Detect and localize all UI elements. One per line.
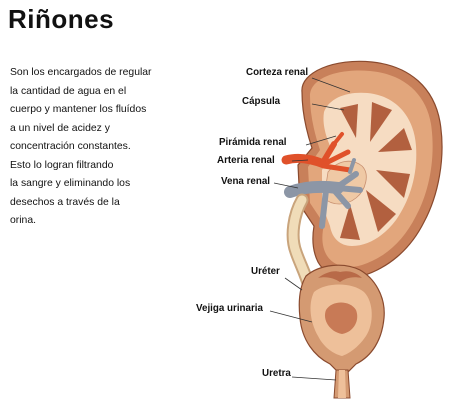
description-line: concentración constantes. — [10, 141, 131, 152]
renal-pyramid — [378, 128, 412, 152]
description-text: Son los encargados de regular la cantida… — [10, 64, 175, 231]
renal-pyramid — [340, 104, 358, 138]
description-line: orina. — [10, 215, 36, 226]
renal-pyramid — [376, 170, 410, 198]
label-vena-renal: Vena renal — [221, 176, 271, 187]
renal-artery — [281, 132, 353, 173]
label-uretra: Uretra — [262, 368, 291, 379]
description-line: desechos a través de la — [10, 196, 120, 208]
label-arteria-renal: Arteria renal — [217, 155, 275, 166]
urethra-inner — [338, 370, 346, 398]
label-capsula: Cápsula — [242, 96, 281, 107]
urinary-bladder — [298, 264, 385, 373]
description-line: Son los encargados de regular — [10, 67, 152, 78]
description-line: la cantidad de agua en el — [10, 85, 127, 97]
label-leaders — [269, 77, 351, 381]
renal-vein — [284, 158, 363, 229]
label-piramide-renal: Pirámida renal — [219, 137, 287, 148]
description-line: a un nivel de acidez y — [10, 122, 110, 134]
renal-pyramid — [366, 190, 396, 232]
renal-pyramid — [340, 204, 360, 240]
label-ureter: Uréter — [251, 266, 280, 277]
label-corteza-renal: Corteza renal — [246, 67, 309, 78]
renal-pyramid — [370, 102, 392, 142]
description-line: la sangre y eliminando los — [10, 178, 131, 189]
label-vejiga-urinaria: Vejiga urinaria — [196, 303, 263, 314]
description-line: cuerpo y mantener los fluídos — [10, 104, 147, 115]
description-line: Esto lo logran filtrando — [10, 159, 114, 171]
page-title: Riñones — [8, 4, 115, 34]
